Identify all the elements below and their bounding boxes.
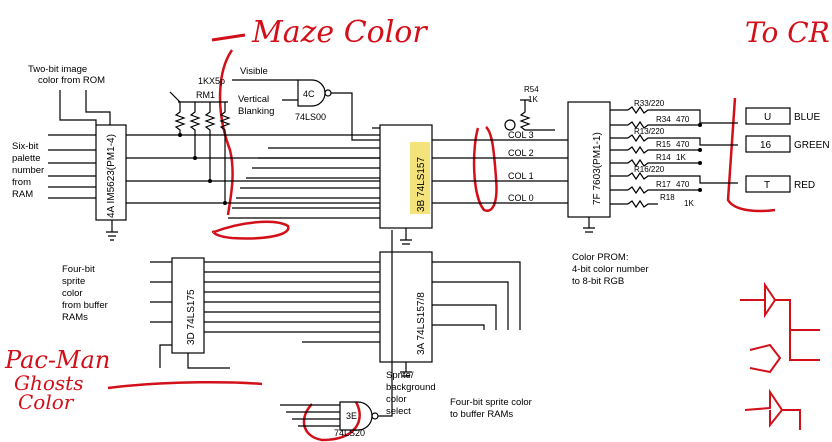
chip-r54: R54 [524,85,539,94]
pacman-arrow [107,380,263,390]
label-prom-3: to 8-bit RGB [572,276,624,287]
pacman-note-1: Pac-Man [4,346,110,374]
resistor-r17: R17 [656,180,671,189]
col-lines-loop [472,126,498,212]
label-palette-5: RAM [12,189,33,200]
chip-74ls00: 74LS00 [295,112,326,122]
pacman-note-3: Color [18,390,75,414]
label-palette-4: from [12,177,31,188]
label-select-3: color [386,394,407,405]
chip-7f: 7F 7603(PM1-1) [592,132,603,205]
resistor-r18-value: 1K [684,199,694,208]
chip-labels: 4A IM5623(PM1-4) 4C 74LS00 RM1 1KX5p 3B … [106,76,603,438]
resistor-r14-value: 1K [676,153,686,162]
label-image-color-1: Two-bit image [28,64,87,75]
output-box-red: T [764,180,770,191]
chip-rm1-value: 1KX5p [198,76,225,86]
resistor-r18: R18 [660,193,675,202]
label-sprite-5: RAMs [62,312,88,323]
label-to-buffer-1: Four-bit sprite color [450,397,532,408]
label-vblank-2: Blanking [238,106,274,117]
maze-color-dash [211,33,246,42]
pacman-note-2: Ghosts [14,371,83,395]
resistor-r14: R14 [656,153,671,162]
text-labels: Two-bit image color from ROM Six-bit pal… [12,64,649,420]
resistor-r33: R33/220 [634,99,665,108]
chip-rm1: RM1 [196,90,215,100]
resistor-r34: R34 [656,115,671,124]
signal-col2: COL 2 [508,148,534,158]
crt-driver-sketch [740,281,820,430]
maze-color-arrow [218,49,234,216]
crt-outputs-bracket [726,97,776,213]
to-crt-note: To CR [745,16,830,49]
signal-labels: COL 3 COL 2 COL 1 COL 0 [508,130,534,203]
output-blue: BLUE [794,112,820,123]
label-visible: Visible [240,66,268,77]
label-select-1: Sprite/ [386,370,414,381]
junction-dots [178,123,702,205]
signal-col1: COL 1 [508,171,534,181]
label-prom-1: Color PROM: [572,252,628,263]
chip-r54-value: 1K [528,95,538,104]
sprite-inputs-loop [211,220,290,240]
chip-3a: 3A 74LS157/8 [416,292,427,355]
label-to-buffer-2: to buffer RAMs [450,409,513,420]
label-select-4: select [386,406,411,417]
resistor-r15-value: 470 [676,140,690,149]
chip-3b: 3B 74LS157 [416,157,427,212]
label-image-color-2: color from ROM [38,75,105,86]
chip-3e: 3E [346,411,357,421]
output-red: RED [794,180,815,191]
label-sprite-4: from buffer [62,300,108,311]
chip-3d: 3D 74LS175 [186,289,197,345]
resistor-r17-value: 470 [676,180,690,189]
label-palette-3: number [12,165,44,176]
label-sprite-2: sprite [62,276,85,287]
chip-74ls20: 74LS20 [334,428,365,438]
output-labels: U BLUE 16 GREEN T RED [760,112,830,191]
label-sprite-1: Four-bit [62,264,95,275]
chip-highlight [410,142,430,214]
nand-gate-circle [302,401,361,442]
resistor-r13: R13/220 [634,127,665,136]
resistor-r34-value: 470 [676,115,690,124]
signal-col3: COL 3 [508,130,534,140]
label-vblank-1: Vertical [238,94,269,105]
signal-col0: COL 0 [508,193,534,203]
label-palette-2: palette [12,153,41,164]
output-box-green: 16 [760,140,772,151]
resistor-labels: R33/220 R34 470 R13/220 R15 470 R14 1K R… [634,99,694,208]
label-sprite-3: color [62,288,83,299]
resistor-r16: R16/220 [634,165,665,174]
chip-4c: 4C [303,89,315,99]
resistor-r15: R15 [656,140,671,149]
label-palette-1: Six-bit [12,141,39,152]
annotation-layer: Maze Color To CR Pac-Man Ghosts Color [4,15,830,442]
label-prom-2: 4-bit color number [572,264,649,275]
label-select-2: background [386,382,436,393]
output-green: GREEN [794,140,830,151]
chip-im5623: 4A IM5623(PM1-4) [106,134,117,218]
output-box-blue: U [764,112,771,123]
wiring [48,79,791,431]
maze-color-note: Maze Color [251,15,428,50]
